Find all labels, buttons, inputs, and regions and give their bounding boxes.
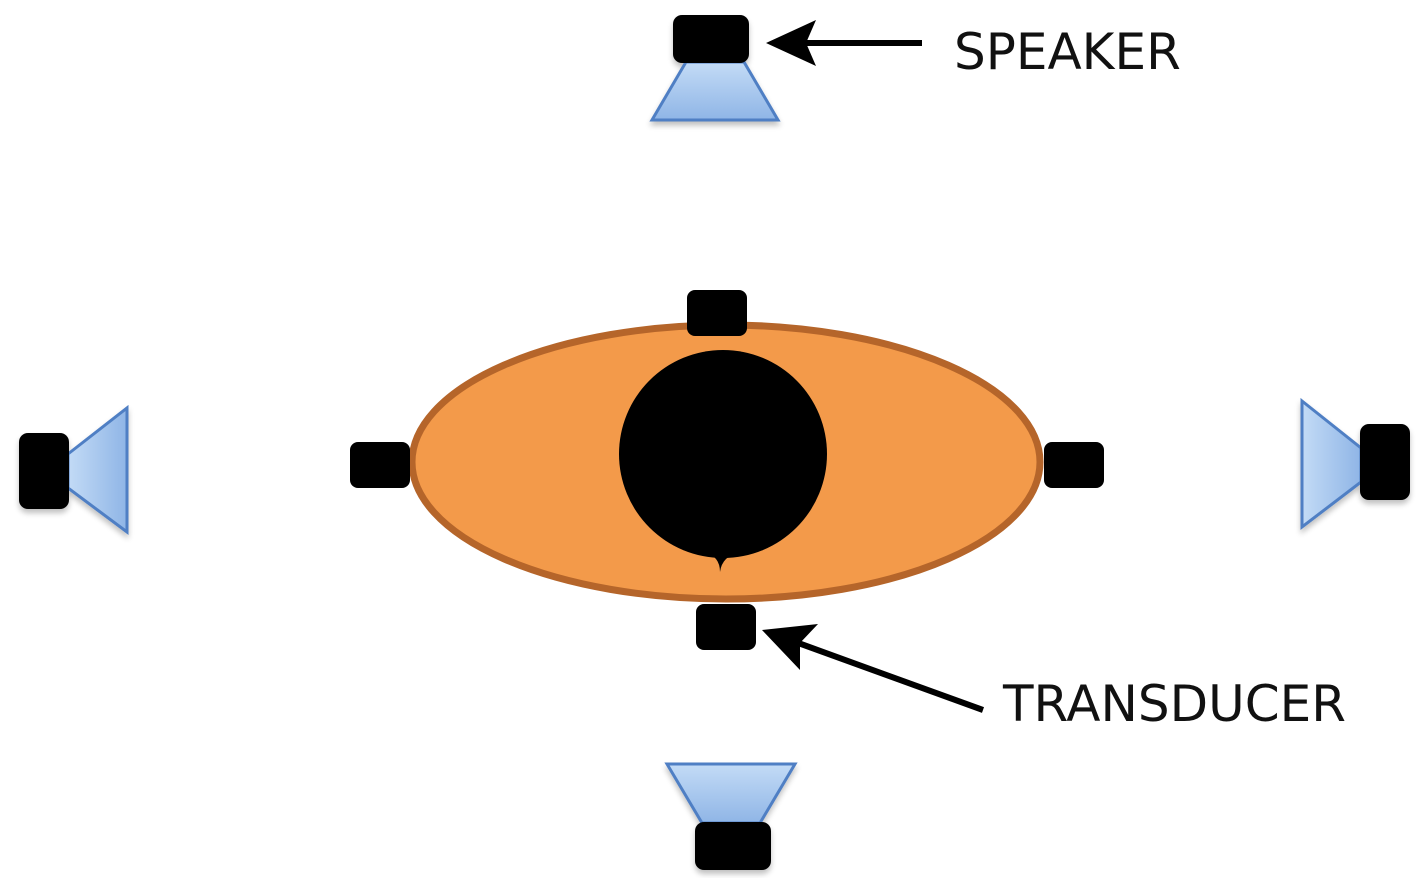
eye-pupil-tip <box>704 552 740 572</box>
speaker-icon <box>66 404 129 535</box>
speaker-driver <box>1360 424 1410 500</box>
transducer-icon <box>1044 442 1104 488</box>
transducer-left <box>350 442 410 488</box>
subject-body <box>408 321 1044 603</box>
speaker-driver <box>695 822 771 870</box>
transducer-icon <box>687 290 747 336</box>
eye-pupil <box>619 350 827 558</box>
speaker-icon <box>664 762 798 825</box>
speaker-driver <box>19 433 69 509</box>
speaker-right <box>1300 397 1410 531</box>
speaker-bottom <box>664 762 798 870</box>
speaker-top <box>649 15 781 122</box>
transducer-top <box>687 290 747 336</box>
speaker-icon <box>1300 397 1363 531</box>
speaker-label: SPEAKER <box>954 23 1181 81</box>
transducer-label: TRANSDUCER <box>1002 675 1346 733</box>
speaker-left <box>19 404 129 535</box>
transducer-icon <box>696 604 756 650</box>
arrow-head <box>766 20 816 66</box>
transducer-bottom <box>696 604 756 650</box>
speaker-icon <box>649 60 781 122</box>
arrow-icon <box>788 637 985 713</box>
arrow-head <box>762 624 818 670</box>
transducer-icon <box>350 442 410 488</box>
speaker-callout: SPEAKER <box>766 20 1181 81</box>
speaker-driver <box>673 15 749 63</box>
transducer-callout: TRANSDUCER <box>762 624 1346 733</box>
transducer-right <box>1044 442 1104 488</box>
